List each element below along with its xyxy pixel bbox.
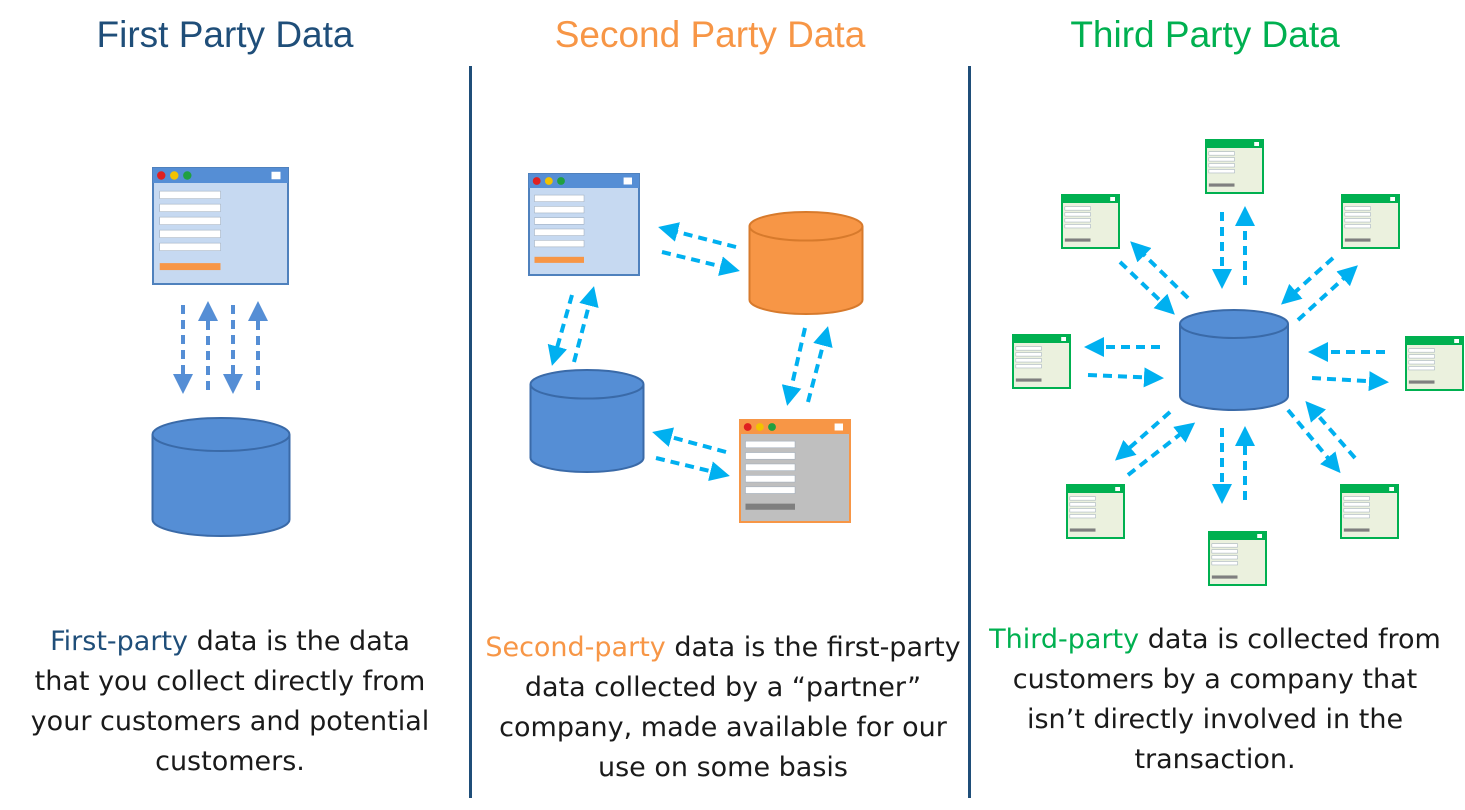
- dashed-arrow-icon: [655, 456, 730, 481]
- first-party-text: data is the data that you collect direct…: [30, 626, 430, 777]
- database-icon: [748, 211, 864, 315]
- database-icon: [529, 369, 645, 473]
- database-icon: [1179, 309, 1289, 411]
- first-party-description: First-party data is the data that you co…: [20, 622, 440, 782]
- browser-window-icon: [1341, 194, 1400, 249]
- dashed-arrow-icon: [1130, 241, 1190, 300]
- dashed-arrow-icon: [1286, 408, 1341, 474]
- browser-window-icon: [1012, 334, 1071, 389]
- dashed-arrow-icon: [661, 250, 740, 276]
- third-party-highlight: Third-party: [989, 624, 1140, 655]
- third-party-title: Third Party Data: [1070, 14, 1340, 55]
- browser-window-icon: [528, 173, 640, 276]
- dashed-arrow-icon: [1296, 265, 1358, 322]
- second-party-highlight: Second-party: [485, 632, 666, 663]
- dashed-arrow-icon: [652, 427, 727, 454]
- dashed-arrow-icon: [1126, 422, 1196, 477]
- third-party-text: data is collected from customers by a co…: [1012, 624, 1441, 775]
- dashed-arrow-icon: [1281, 256, 1335, 305]
- dashed-arrow-icon: [1087, 367, 1164, 388]
- browser-window-icon: [1061, 194, 1120, 249]
- dashed-arrow-icon: [572, 286, 599, 363]
- first-party-title: First Party Data: [96, 14, 354, 55]
- dashed-arrow-icon: [806, 326, 833, 403]
- dashed-arrow-icon: [547, 294, 574, 366]
- browser-window-icon: [1208, 531, 1267, 586]
- dashed-arrow-icon: [1311, 371, 1389, 392]
- browser-window-icon: [152, 167, 289, 285]
- dashed-arrow-icon: [1118, 260, 1175, 315]
- second-party-title: Second Party Data: [554, 14, 866, 55]
- browser-window-icon: [739, 419, 851, 523]
- second-party-text: data is the first-party data collected b…: [499, 632, 961, 783]
- database-icon: [151, 417, 291, 537]
- column-divider-2: [968, 66, 971, 798]
- column-divider-1: [469, 66, 472, 798]
- dashed-arrow-icon: [1115, 410, 1172, 461]
- second-party-description: Second-party data is the first-party dat…: [478, 628, 968, 788]
- browser-window-icon: [1205, 139, 1264, 194]
- browser-window-icon: [1340, 484, 1399, 539]
- first-party-highlight: First-party: [50, 626, 189, 657]
- dashed-arrow-icon: [1305, 400, 1357, 460]
- browser-window-icon: [1066, 484, 1125, 539]
- dashed-arrow-icon: [781, 327, 807, 406]
- dashed-arrow-icon: [658, 222, 737, 249]
- third-party-description: Third-party data is collected from custo…: [980, 620, 1450, 780]
- browser-window-icon: [1405, 336, 1464, 391]
